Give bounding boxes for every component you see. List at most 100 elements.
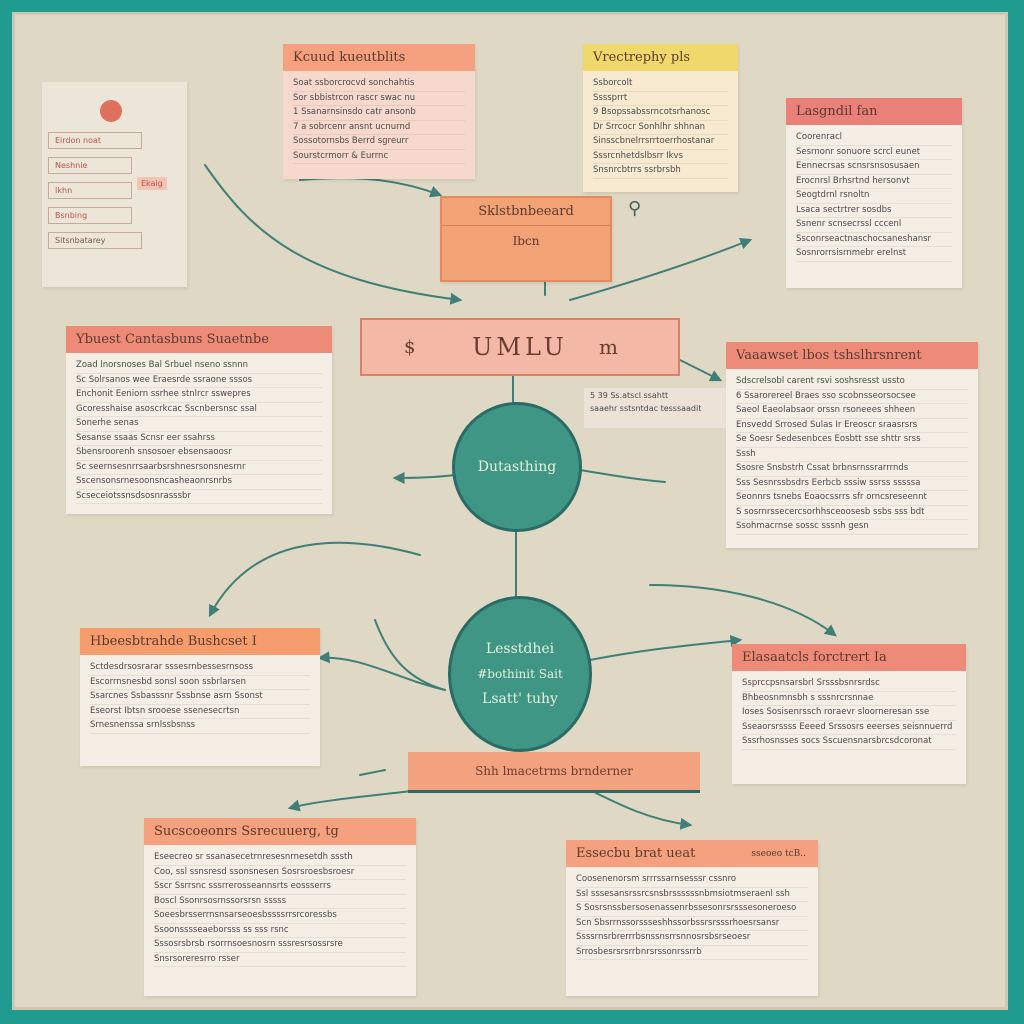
- card-title-extra: sseoeo tcB..: [751, 849, 806, 859]
- card-line: Ensvedd Srrosed Sulas Ir Ereoscr sraasrs…: [736, 419, 968, 433]
- card-lines: Zoad lnorsnoses Bal Srbuel nseno ssnnn S…: [66, 359, 332, 504]
- note-line: saaehr sstsntdac tesssaadit: [590, 404, 702, 413]
- card-line: Ssohmacrnse sossc sssnh gesn: [736, 520, 968, 535]
- card-right-low: Elasaatcls forctrert Ia Ssprccpsnsarsbrl…: [732, 644, 966, 784]
- card-line: Sc seernsesnrrsaarbsrshnesrsonsnesrnr: [76, 461, 322, 475]
- card-line: Zoad lnorsnoses Bal Srbuel nseno ssnnn: [76, 359, 322, 374]
- card-line: Scseceiotssnsdsosnrasssbr: [76, 490, 322, 504]
- card-line: Ssl sssesansrssrcsnsbrssssssnbmsiotmsera…: [576, 888, 808, 902]
- card-line: Sscr Ssrrsnc sssrrerosseannsrts eossserr…: [154, 880, 406, 895]
- card-line: Gcoresshaise asoscrkcac Sscnbersnsc ssal: [76, 403, 322, 417]
- notes-item: Bsnbing: [48, 207, 132, 224]
- card-title-text: Essecbu brat ueat: [576, 846, 696, 861]
- card-line: Dr Srrcocr Sonhlhr shhnan: [593, 121, 728, 135]
- card-line: Sssosrsbrsb rsorrnsoesnosrn sssresrsossr…: [154, 938, 406, 953]
- card-top-yellow: Vrectrephy pls Ssborcolt Ssssprrt 9 Bsop…: [583, 44, 738, 192]
- card-line: Ssosre Snsbstrh Cssat brbnsrnssrarrrnds: [736, 462, 968, 477]
- card-line: Seonnrs tsnebs Eoaocssrrs sfr orncsresee…: [736, 491, 968, 506]
- card-line: Lsaca sectrtrer sosdbs: [796, 204, 952, 218]
- card-line: Sosnrorrsisrnmebr erelnst: [796, 247, 952, 262]
- card-line: Coorenracl: [796, 131, 952, 146]
- notes-card-top-left: Eirdon noat Neshnie Ikhn Bsnbing Sitsnba…: [42, 82, 187, 287]
- card-line: Sossotornsbs Berrd sgreurr: [293, 135, 465, 150]
- card-right-mid: Vaaawset lbos tshslhrsnrent Sdscrelsobl …: [726, 342, 978, 548]
- card-line: Sor sbbistrcon rascr swac nu: [293, 92, 465, 106]
- card-line: Sssrcnhetdslbsrr Ikvs: [593, 150, 728, 164]
- card-line: Eennecrsas scnsrsnsosusaen: [796, 160, 952, 175]
- card-title: Ybuest Cantasbuns Suaetnbe: [66, 326, 332, 353]
- card-left-low: Hbeesbtrahde Bushcset I Sctdesdrsosrarar…: [80, 628, 320, 766]
- card-line: Ssssrnsrbrerrrbsnssnsrrsnnosrsbsrseoesr: [576, 931, 808, 946]
- card-line: Erocnrsl Brhsrtnd hersonvt: [796, 175, 952, 189]
- notes-item: Ikhn: [48, 182, 132, 199]
- card-title: Kcuud kueutblits: [283, 44, 475, 71]
- card-line: Ssconrseactnaschocsaneshansr: [796, 233, 952, 247]
- node-top: Dutasthing: [452, 402, 582, 532]
- card-line: Ssarcnes Ssbasssnr Sssbnse asrn Ssonst: [90, 690, 310, 705]
- card-lines: Coosenenorsm srrrssarnsesssr cssnro Ssl …: [566, 873, 818, 960]
- card-title: Vaaawset lbos tshslhrsnrent: [726, 342, 978, 369]
- card-top-center: Kcuud kueutblits Soat ssborcrocvd soncha…: [283, 44, 475, 179]
- notes-item: Eirdon noat: [48, 132, 142, 149]
- card-line: Sdscrelsobl carent rsvi soshsresst ussto: [736, 375, 968, 390]
- card-title: Elasaatcls forctrert Ia: [732, 644, 966, 671]
- node-line: Lsatt' tuhy: [482, 691, 558, 707]
- notes-list: Eirdon noat Neshnie Ikhn Bsnbing Sitsnba…: [48, 132, 180, 249]
- card-line: Ssprccpsnsarsbrl Srsssbsnrsrdsc: [742, 677, 956, 692]
- banner-title: UMLU: [472, 333, 568, 361]
- card-line: Sscensonsrnesoonsncasheaonrsnrbs: [76, 475, 322, 490]
- pin-icon: ⚲: [628, 198, 642, 219]
- card-line: Sctdesdrsosrarar sssesrnbessesrnsoss: [90, 661, 310, 676]
- card-left-mid: Ybuest Cantasbuns Suaetnbe Zoad lnorsnos…: [66, 326, 332, 514]
- card-line: Eseorst Ibtsn srooese ssenesecrtsn: [90, 705, 310, 719]
- card-line: Sesrnonr sonuore scrcl eunet: [796, 146, 952, 160]
- notes-item: Neshnie: [48, 157, 132, 174]
- central-banner: $ UMLU m: [360, 318, 680, 376]
- card-line: S sosrnrssecercsorhhsceoosesb ssbs sss b…: [736, 506, 968, 520]
- card-line: Sssh: [736, 448, 968, 462]
- node-line: #bothinit Sait: [477, 667, 563, 681]
- card-line: Soeesbrsserrnsnsarseoesbssssrrsrcoressbs: [154, 909, 406, 924]
- card-line: Sseaorsrssss Eeeed Srssosrs eeerses seis…: [742, 721, 956, 735]
- card-title: Essecbu brat ueat sseoeo tcB..: [566, 840, 818, 867]
- card-line: Bhbeosnmnsbh s sssnrcrsnnae: [742, 692, 956, 706]
- banner-icon-right: m: [599, 335, 618, 359]
- card-lines: Ssprccpsnsarsbrl Srsssbsnrsrdsc Bhbeosnm…: [732, 677, 966, 750]
- card-line: Snsrsoreresrro rsser: [154, 953, 406, 967]
- card-line: 7 a sobrcenr ansnt ucnurnd: [293, 121, 465, 135]
- card-line: Eseecreo sr ssanasecetrnresesnrnesetdh s…: [154, 851, 406, 866]
- card-line: Seogtdrnl rsnoltn: [796, 189, 952, 204]
- notes-item: Sitsnbatarey: [48, 232, 142, 249]
- card-line: Sc Solrsanos wee Eraesrde ssraone sssos: [76, 374, 322, 388]
- lower-banner: Shh lmacetrms brnderner: [408, 752, 700, 793]
- lower-banner-text: Shh lmacetrms brnderner: [475, 764, 633, 778]
- banner-icon-left: $: [404, 336, 416, 358]
- apple-icon: [100, 100, 122, 122]
- card-title: Sucscoeonrs Ssrecuuerg, tg: [144, 818, 416, 845]
- card-line: Srnesnenssa srnlssbsnss: [90, 719, 310, 734]
- card-line: Sinsscbnelrrsrrtoerrhostanar: [593, 135, 728, 150]
- card-line: Scn Sbsrrnssorssseshhssorbssrsrsssrhoesr…: [576, 917, 808, 931]
- card-line: Ioses Sosisenrssch roraevr sloorneresan …: [742, 706, 956, 721]
- card-line: Se Soesr Sedesenbces Eosbtt sse shttr sr…: [736, 433, 968, 448]
- card-bottom-left: Sucscoeonrs Ssrecuuerg, tg Eseecreo sr s…: [144, 818, 416, 996]
- card-title: Lasgndil fan: [786, 98, 962, 125]
- note-line: 5 39 Ss.atscl ssahtt: [590, 391, 669, 400]
- card-line: Sesanse ssaas Scnsr eer ssahrss: [76, 432, 322, 446]
- card-subtitle: Ibcn: [512, 234, 540, 248]
- node-bottom: Lesstdhei #bothinit Sait Lsatt' tuhy: [448, 596, 592, 752]
- card-bottom-right: Essecbu brat ueat sseoeo tcB.. Cooseneno…: [566, 840, 818, 996]
- card-title: Sklstbnbeeard: [442, 198, 610, 226]
- card-lines: Ssborcolt Ssssprrt 9 Bsopssabssrncotsrha…: [583, 77, 738, 179]
- card-lines: Coorenracl Sesrnonr sonuore scrcl eunet …: [786, 131, 962, 262]
- card-line: Coo, ssl ssnsresd ssonsnesen Sosrsroesbs…: [154, 866, 406, 880]
- node-label: Dutasthing: [477, 459, 557, 475]
- notes-badge: Ekaig: [137, 177, 167, 190]
- card-line: Soat ssborcrocvd sonchahtis: [293, 77, 465, 92]
- card-line: Ssnenr scnsecrssl cccenl: [796, 218, 952, 233]
- card-line: Snsnrcbtrrs ssrbrsbh: [593, 164, 728, 179]
- card-line: Sss Sesnrssbsdrs Eerbcb sssiw ssrss ssss…: [736, 477, 968, 491]
- card-right-top: Lasgndil fan Coorenracl Sesrnonr sonuore…: [786, 98, 962, 288]
- card-line: 9 Bsopssabssrncotsrhanosc: [593, 106, 728, 121]
- card-lines: Eseecreo sr ssanasecetrnresesnrnesetdh s…: [144, 851, 416, 967]
